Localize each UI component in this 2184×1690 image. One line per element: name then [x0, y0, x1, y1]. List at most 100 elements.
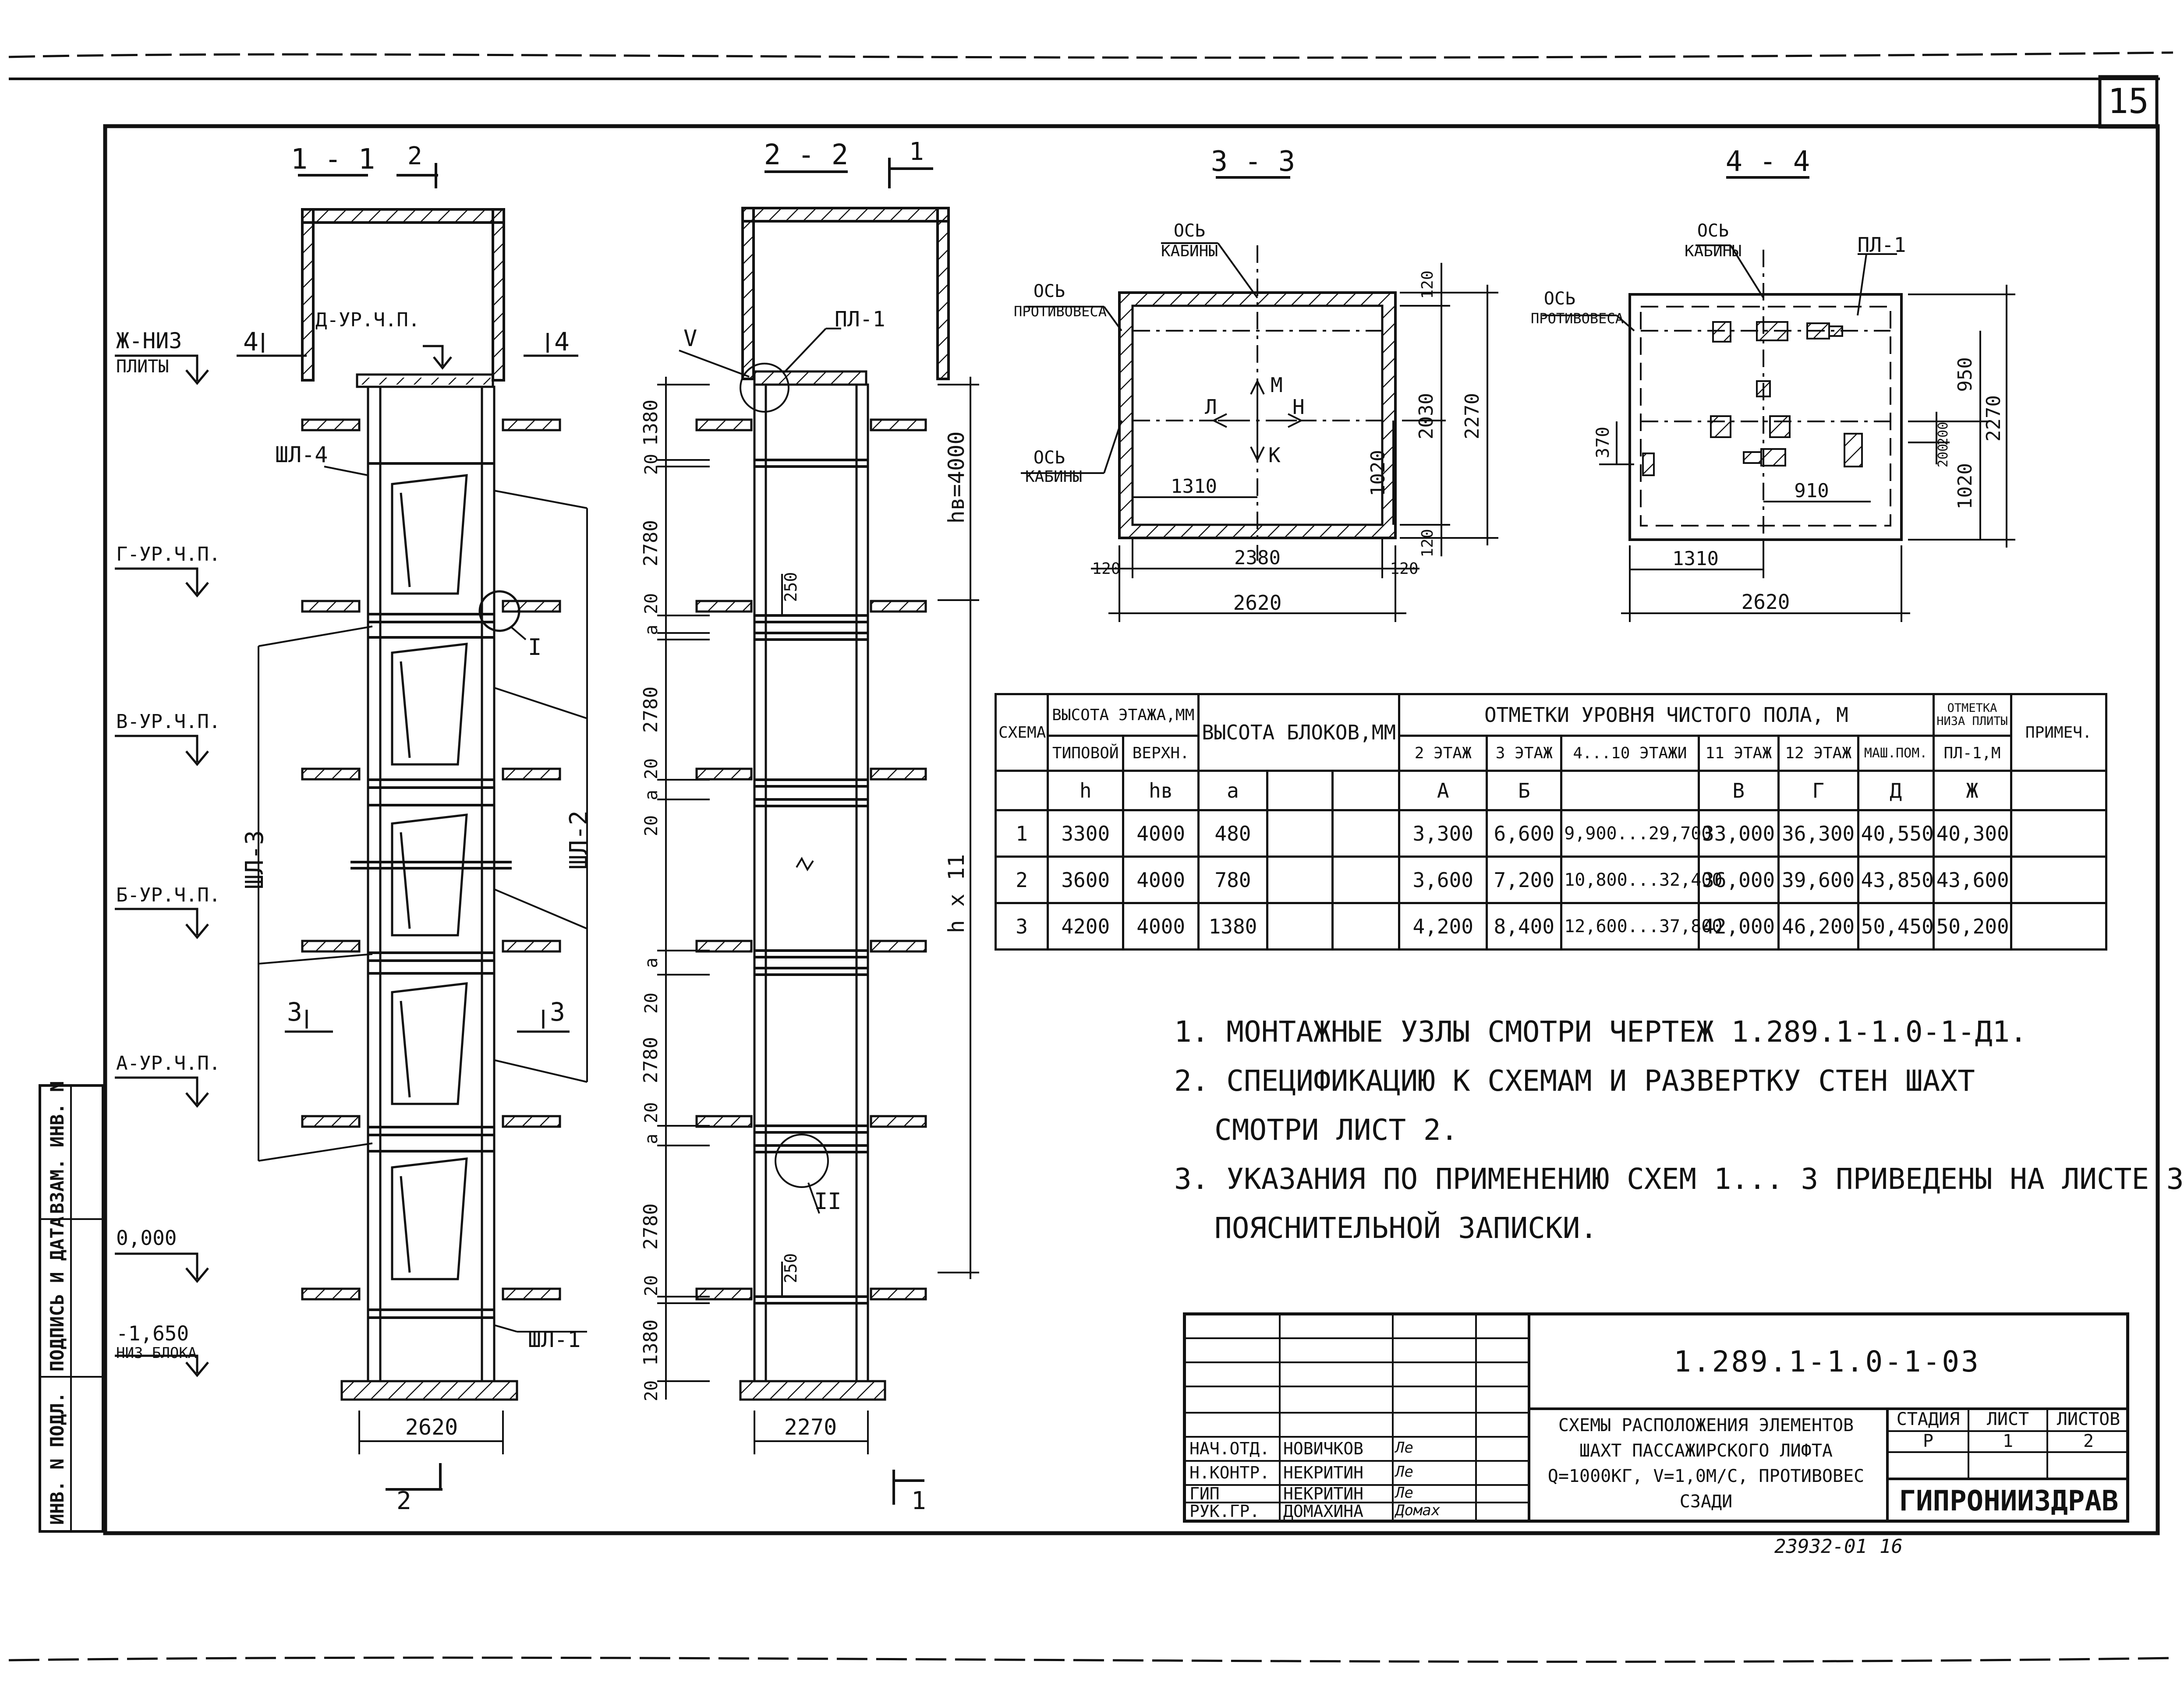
- element-shl1-label: ШЛ-1: [528, 1327, 581, 1352]
- element-shl4-label: ШЛ-4: [275, 442, 328, 467]
- stage-header: СТАДИЯ: [1896, 1409, 1960, 1429]
- th-floor-height: ВЫСОТА ЭТАЖА,ММ: [1047, 693, 1200, 737]
- cell-fl12: 36,300: [1777, 809, 1859, 858]
- cell-block: 780: [1197, 856, 1268, 904]
- cell-top: 4000: [1122, 856, 1200, 904]
- level-zh-sub: ПЛИТЫ: [116, 357, 169, 377]
- level-b: Б-УР.Ч.П.: [116, 884, 220, 906]
- plan3-dim-2380: 2380: [1234, 547, 1281, 569]
- dim-20-d: 20: [641, 815, 662, 836]
- cut-mark-2-bottom: 2: [396, 1487, 411, 1515]
- th-slab-mark: ОТМЕТКА НИЗА ПЛИТЫ: [1932, 693, 2012, 737]
- dim-hv-4000: hв=4000: [944, 431, 969, 524]
- cut-mark-4-left: 4: [243, 327, 258, 357]
- th-typical: ТИПОВОЙ: [1047, 735, 1125, 772]
- table-row: 3 4200 4000 1380 4,200 8,400 12,600...37…: [994, 902, 2107, 951]
- cell-mach: 50,450: [1857, 902, 1935, 951]
- dim-2780-a: 2780: [640, 520, 662, 566]
- role-gip: ГИП: [1189, 1484, 1220, 1503]
- note-3b: ПОЯСНИТЕЛЬНОЙ ЗАПИСКИ.: [1214, 1211, 1598, 1245]
- sym-A: А: [1398, 770, 1488, 811]
- level-zero: 0,000: [116, 1226, 177, 1250]
- cell-note: [2010, 809, 2107, 858]
- section-2-2-width: 2270: [784, 1414, 837, 1440]
- cell-top: 4000: [1122, 809, 1200, 858]
- cell-fl3: 7,200: [1486, 856, 1563, 904]
- cell-fl4-10: 10,800...32,400: [1560, 856, 1722, 904]
- section-1-1-title: 1 - 1: [291, 143, 375, 176]
- plan4-dim-370: 370: [1593, 427, 1613, 458]
- general-notes: 1. МОНТАЖНЫЕ УЗЛЫ СМОТРИ ЧЕРТЕЖ 1.289.1-…: [1174, 1008, 2184, 1253]
- table-cell: [2010, 770, 2107, 811]
- level-bottom-sub: НИЗ БЛОКА: [116, 1344, 197, 1362]
- sym-G: Г: [1777, 770, 1859, 811]
- plan-4-4: 4 - 4: [1531, 145, 2015, 622]
- sheets-header: ЛИСТОВ: [2057, 1409, 2120, 1429]
- note-3a: 3. УКАЗАНИЯ ПО ПРИМЕНЕНИЮ СХЕМ 1... 3 ПР…: [1174, 1162, 2184, 1196]
- dim-2780-d: 2780: [640, 1203, 662, 1250]
- plan4-dim-1310: 1310: [1672, 548, 1719, 570]
- dim-1380-top: 1380: [640, 400, 662, 446]
- note-2b: СМОТРИ ЛИСТ 2.: [1214, 1113, 1458, 1147]
- cell-fl2: 3,300: [1398, 809, 1488, 858]
- name-head: НОВИЧКОВ: [1283, 1439, 1364, 1458]
- name-gip: НЕКРИТИН: [1283, 1484, 1364, 1503]
- cut-mark-1-top: 1: [909, 138, 924, 166]
- dim-a-4: a: [641, 1134, 662, 1144]
- dim-1380-bottom: 1380: [640, 1319, 662, 1366]
- sym-D: Д: [1857, 770, 1935, 811]
- plan4-dim-1020: 1020: [1954, 463, 1976, 509]
- section-2-2: 2 - 2 1: [640, 138, 979, 1515]
- cell-block: 1380: [1197, 902, 1268, 951]
- cell-fl11: 33,000: [1697, 809, 1780, 858]
- sheet-value: 1: [2002, 1431, 2014, 1451]
- cell-fl3: 6,600: [1486, 809, 1563, 858]
- role-norm-control: Н.КОНТР.: [1189, 1463, 1270, 1482]
- title-block: НАЧ.ОТД. Н.КОНТР. ГИП РУК.ГР. НОВИЧКОВ Н…: [1183, 1312, 2129, 1523]
- signature-4: Домах: [1395, 1502, 1441, 1519]
- dim-a-2: a: [641, 790, 662, 800]
- signature-grid: НАЧ.ОТД. Н.КОНТР. ГИП РУК.ГР. НОВИЧКОВ Н…: [1186, 1315, 1530, 1521]
- plan4-dim-200-a: 200: [1936, 422, 1951, 445]
- role-head: НАЧ.ОТД.: [1189, 1439, 1270, 1458]
- table-cell: [1331, 770, 1401, 811]
- plan3-label-m: М: [1271, 373, 1283, 397]
- document-title: СХЕМЫ РАСПОЛОЖЕНИЯ ЭЛЕМЕНТОВ ШАХТ ПАССАЖ…: [1547, 1415, 1865, 1512]
- element-pl1-label-section: ПЛ-1: [835, 307, 885, 332]
- table-row: 2 3600 4000 780 3,600 7,200 10,800...32,…: [994, 856, 2107, 904]
- role-group-lead: РУК.ГР.: [1189, 1502, 1260, 1521]
- plan3-dim-120-bottom: 120: [1419, 529, 1437, 557]
- table-cell: [1266, 770, 1334, 811]
- sheets-value: 2: [2083, 1431, 2094, 1451]
- node-i-label: I: [528, 634, 542, 661]
- cell-mach: 40,550: [1857, 809, 1935, 858]
- cell-fl4-10: 12,600...37,800: [1560, 902, 1722, 951]
- stamp-replace-inv: ВЗАМ. ИНВ. N: [46, 1081, 68, 1214]
- table-cell: [1331, 809, 1401, 858]
- plan4-dim-2270: 2270: [1982, 395, 2005, 442]
- level-g: Г-УР.Ч.П.: [116, 543, 220, 566]
- plan4-axis-cabin-sub: КАБИНЫ: [1685, 242, 1742, 260]
- organization-name: ГИПРОНИИЗДРАВ: [1886, 1478, 2129, 1522]
- stamp-inv-orig: ИНВ. N ПОДЛ.: [46, 1392, 68, 1525]
- plan4-dim-910: 910: [1794, 480, 1829, 502]
- level-a: А-УР.Ч.П.: [116, 1052, 220, 1075]
- cell-fl11: 36,000: [1697, 856, 1780, 904]
- sym-V: В: [1697, 770, 1780, 811]
- plan4-dim-950: 950: [1954, 357, 1976, 392]
- stage-grid: СТАДИЯ ЛИСТ ЛИСТОВ Р 1 2: [1886, 1407, 2129, 1478]
- plan3-axis-cw: ОСЬ: [1034, 281, 1065, 301]
- plan3-label-k: К: [1268, 443, 1281, 467]
- archive-stamp-column: ИНВ. N ПОДЛ. ПОДПИСЬ И ДАТА ВЗАМ. ИНВ. N: [39, 1081, 104, 1533]
- dim-a-3: a: [641, 958, 662, 968]
- signature-3: Ле: [1395, 1484, 1413, 1502]
- dim-250-top: 250: [781, 572, 800, 602]
- table-cell: [1331, 856, 1401, 904]
- signature-2: Ле: [1395, 1463, 1413, 1481]
- sheet-header: ЛИСТ: [1986, 1409, 2029, 1429]
- plan-4-4-title: 4 - 4: [1726, 145, 1810, 178]
- sym-h: h: [1047, 770, 1125, 811]
- cell-fl11: 42,000: [1697, 902, 1780, 951]
- dim-20-g: 20: [641, 1275, 662, 1296]
